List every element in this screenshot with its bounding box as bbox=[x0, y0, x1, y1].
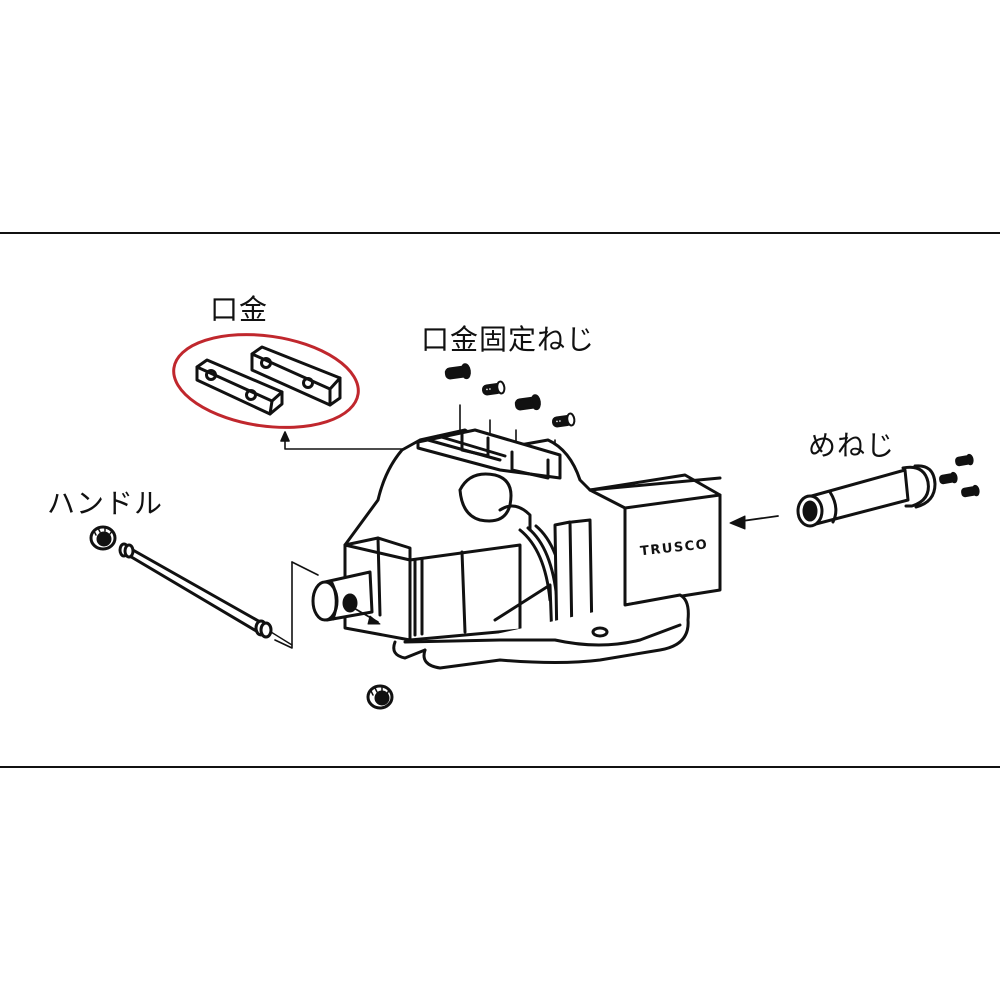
female-screw-nut bbox=[796, 453, 980, 528]
handle-cap-icon bbox=[366, 684, 394, 710]
jaw-fixing-screws bbox=[444, 363, 576, 428]
screw-icon bbox=[551, 412, 576, 428]
jaw-highlight-ellipse bbox=[172, 333, 360, 429]
label-handle: ハンドル bbox=[47, 487, 164, 520]
label-female-screw: めねじ bbox=[808, 429, 896, 462]
jaw-plates bbox=[195, 345, 342, 416]
screw-icon bbox=[955, 453, 974, 467]
screw-icon bbox=[961, 484, 980, 498]
brand-label: TRUSCO bbox=[639, 537, 709, 559]
bottom-divider-line bbox=[0, 766, 1000, 768]
handle-assembly bbox=[89, 525, 394, 710]
screw-icon bbox=[444, 363, 471, 380]
spindle-end bbox=[274, 561, 381, 649]
screw-icon bbox=[939, 471, 958, 485]
label-jaw-plates: 口金 bbox=[210, 293, 269, 326]
screw-icon bbox=[481, 380, 506, 396]
label-jaw-fixing-screws: 口金固定ねじ bbox=[421, 323, 596, 356]
screw-icon bbox=[514, 394, 541, 411]
vise-body: TRUSCO bbox=[343, 428, 779, 670]
handle-cap-icon bbox=[89, 525, 117, 551]
top-divider-line bbox=[0, 232, 1000, 234]
